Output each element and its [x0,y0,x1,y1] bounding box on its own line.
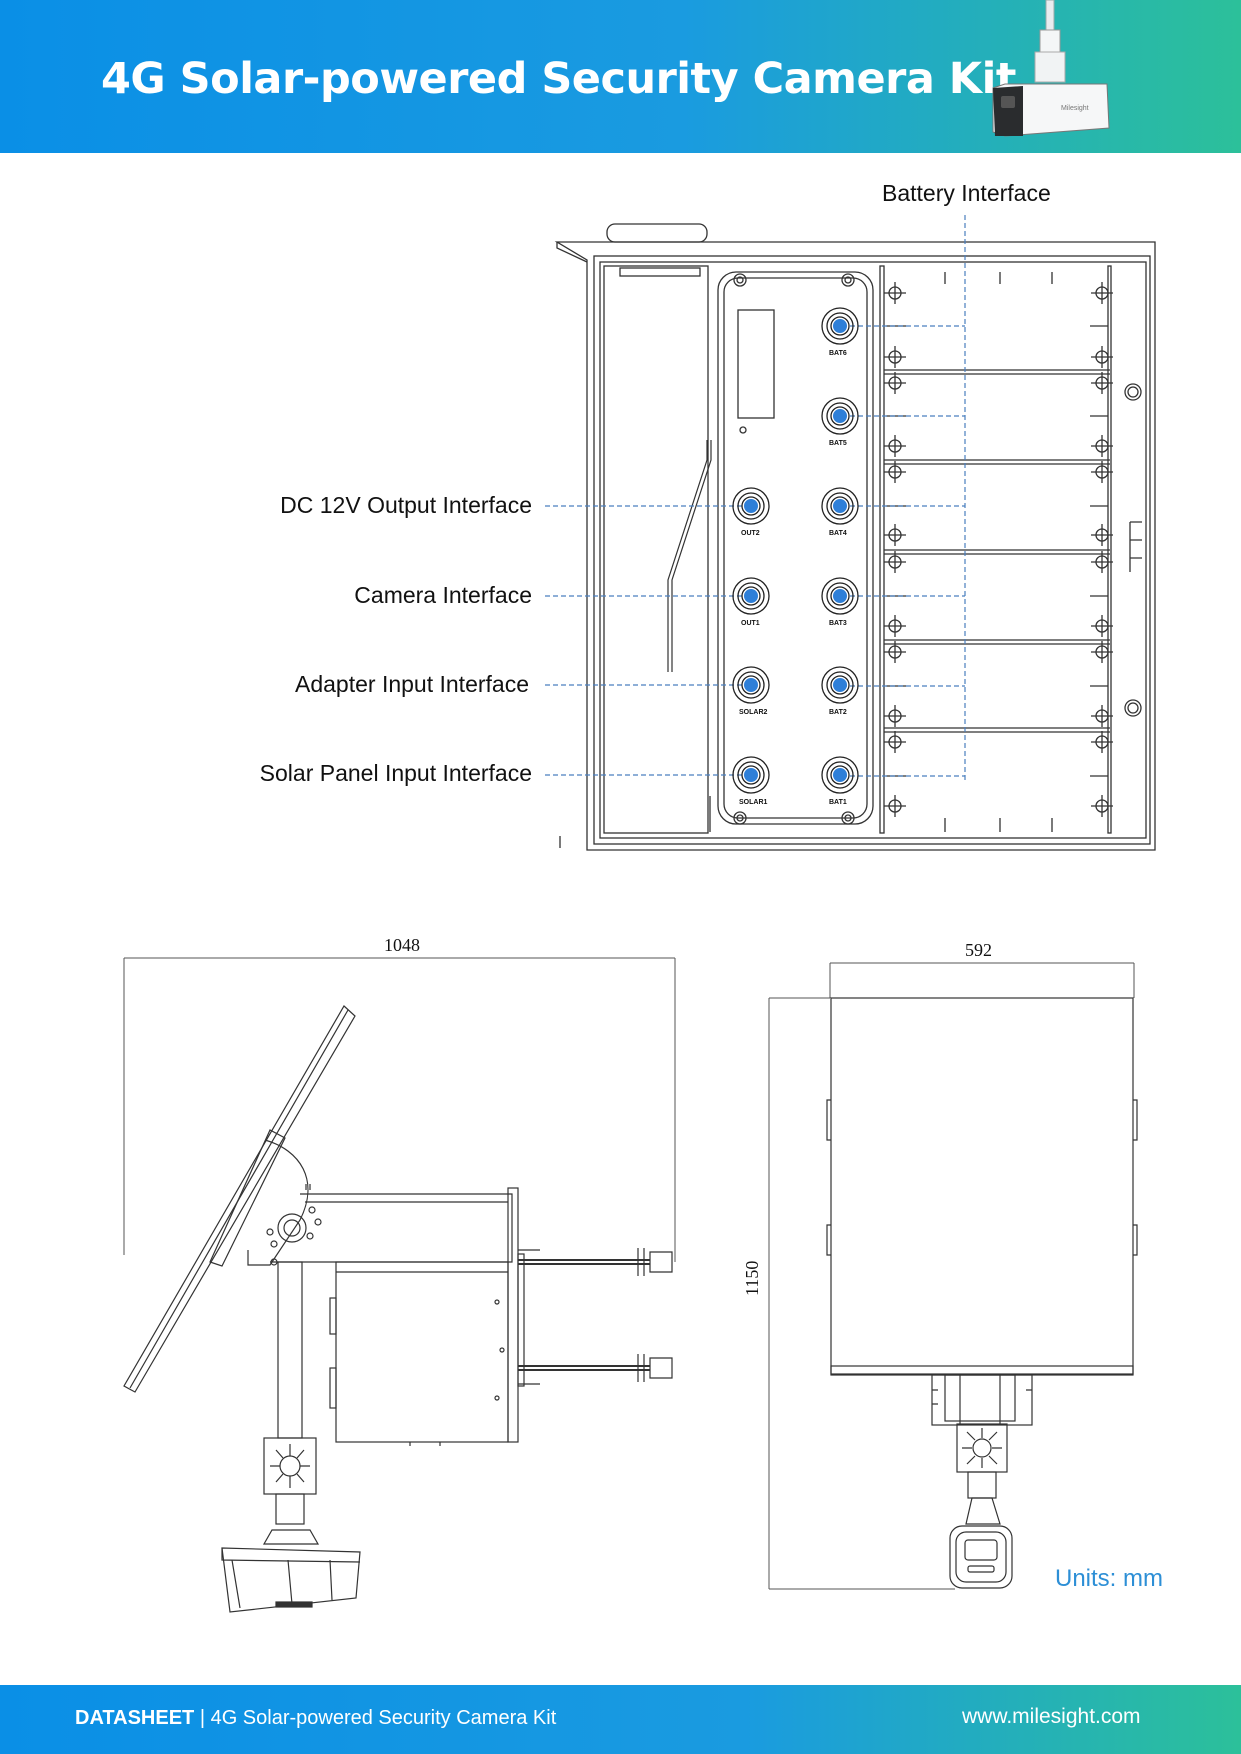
battery-interface-label: Battery Interface [882,180,1051,206]
header-banner: 4G Solar-powered Security Camera Kit Mil… [0,0,1241,153]
adapter-interface-label: Adapter Input Interface [295,671,529,697]
port-label-out1: OUT1 [741,620,760,627]
port-label-solar1: SOLAR1 [739,799,768,806]
footer-datasheet-title: DATASHEET [75,1707,195,1729]
control-box-drawing: BAT6 BAT5 BAT4 BAT3 BAT2 BAT1 OUT2 OUT1 … [545,215,1156,851]
height-dimension: 1150 [742,1261,762,1296]
dc-output-interface-label: DC 12V Output Interface [280,492,532,518]
port-label-bat6: BAT6 [829,350,847,357]
width-side-dimension: 1048 [384,935,420,955]
page-title: 4G Solar-powered Security Camera Kit [101,54,1016,104]
port-label-out2: OUT2 [741,530,760,537]
front-view-drawing [768,962,1138,1590]
units-note: Units: mm [1055,1565,1163,1592]
port-label-bat2: BAT2 [829,709,847,716]
port-label-bat1: BAT1 [829,799,847,806]
side-view-drawing [123,957,676,1613]
port-label-solar2: SOLAR2 [739,709,768,716]
footer-banner: DATASHEET | 4G Solar-powered Security Ca… [0,1685,1241,1754]
solar-interface-label: Solar Panel Input Interface [259,760,532,786]
width-front-dimension: 592 [965,940,992,960]
footer-website-link[interactable]: www.milesight.com [962,1705,1141,1728]
footer-product-name: | 4G Solar-powered Security Camera Kit [194,1707,557,1729]
camera-product-icon: Milesight [992,0,1110,137]
port-label-bat3: BAT3 [829,620,847,627]
camera-interface-label: Camera Interface [354,582,532,608]
port-label-bat4: BAT4 [829,530,847,537]
port-label-bat5: BAT5 [829,440,847,447]
camera-brand-label: Milesight [1061,105,1089,112]
footer-datasheet-label: DATASHEET | 4G Solar-powered Security Ca… [75,1707,556,1730]
